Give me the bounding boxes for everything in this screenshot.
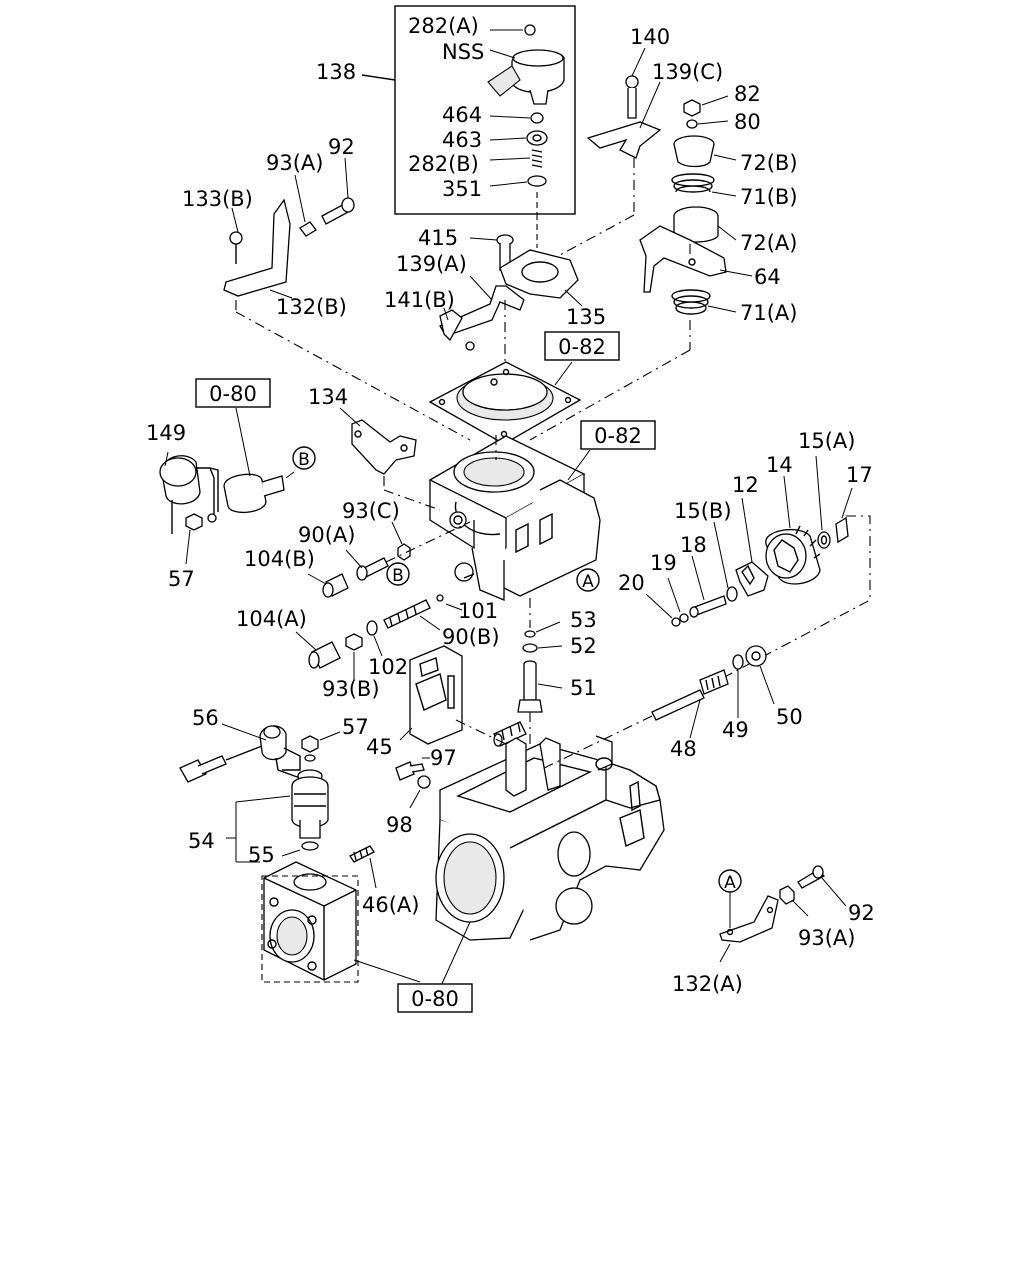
- solenoid-54-group: [179, 723, 377, 889]
- bracket-139c: [559, 47, 662, 256]
- callout-132a: 132(A): [672, 972, 743, 996]
- left-fittings: [295, 521, 475, 680]
- callout-104b: 104(B): [244, 547, 315, 571]
- svg-text:A: A: [724, 873, 736, 893]
- callout-138: 138: [316, 60, 356, 84]
- callout-nss: NSS: [442, 40, 484, 64]
- callout-93c: 93(C): [342, 499, 400, 523]
- main-pump-body: [435, 735, 665, 989]
- callout-80: 80: [734, 110, 761, 134]
- callout-141b: 141(B): [384, 288, 455, 312]
- svg-text:B: B: [392, 566, 404, 586]
- ref-0-82-top-label: 0-82: [558, 335, 606, 359]
- actuator-149: [159, 407, 295, 565]
- callout-82: 82: [734, 82, 761, 106]
- callout-93a-top: 93(A): [266, 151, 323, 175]
- callout-12: 12: [732, 473, 759, 497]
- callout-51: 51: [570, 676, 597, 700]
- callout-139a: 139(A): [396, 252, 467, 276]
- callout-93b: 93(B): [322, 677, 380, 701]
- callout-139c: 139(C): [652, 60, 723, 84]
- callout-92-bot: 92: [848, 901, 875, 925]
- callout-labels: 282(A) NSS 464 463 282(B) 351 138 140 13…: [146, 14, 875, 996]
- marker-a-1: A: [576, 568, 600, 592]
- marker-b-2: B: [386, 562, 410, 586]
- ref-0-80-bottom-label: 0-80: [411, 987, 459, 1011]
- callout-56: 56: [192, 706, 219, 730]
- callout-351: 351: [442, 177, 482, 201]
- bracket-132b: [223, 157, 471, 441]
- callout-18: 18: [680, 533, 707, 557]
- bracket-132a: [719, 865, 847, 963]
- callout-282a: 282(A): [408, 14, 479, 38]
- callout-72b: 72(B): [740, 151, 798, 175]
- diaphragm-gasket: [428, 361, 582, 445]
- callout-90b: 90(B): [442, 625, 500, 649]
- ref-box-0-80-left[interactable]: 0-80: [195, 378, 271, 408]
- callout-102: 102: [368, 655, 408, 679]
- callout-50: 50: [776, 705, 803, 729]
- callout-97: 97: [430, 746, 457, 770]
- ref-box-0-82-mid[interactable]: 0-82: [580, 420, 656, 450]
- callout-92-top: 92: [328, 135, 355, 159]
- ref-box-0-82-top[interactable]: 0-82: [544, 331, 620, 361]
- svg-text:B: B: [298, 450, 310, 470]
- callout-464: 464: [442, 103, 482, 127]
- callout-140: 140: [630, 25, 670, 49]
- callout-101: 101: [458, 599, 498, 623]
- callout-98: 98: [386, 813, 413, 837]
- callout-72a: 72(A): [740, 231, 797, 255]
- cover-135-group: [439, 234, 583, 365]
- callout-57-mid: 57: [342, 715, 369, 739]
- plate-45: [395, 645, 527, 809]
- callout-463: 463: [442, 128, 482, 152]
- callout-57-left: 57: [168, 567, 195, 591]
- callout-135: 135: [566, 305, 606, 329]
- callout-132b: 132(B): [276, 295, 347, 319]
- shaft-51: [517, 598, 563, 760]
- callout-54: 54: [188, 829, 215, 853]
- ref-0-82-mid-label: 0-82: [594, 424, 642, 448]
- callout-48: 48: [670, 737, 697, 761]
- callout-282b: 282(B): [408, 152, 479, 176]
- callout-52: 52: [570, 634, 597, 658]
- callout-149: 149: [146, 421, 186, 445]
- callout-134: 134: [308, 385, 348, 409]
- callout-55: 55: [248, 843, 275, 867]
- svg-text:A: A: [582, 572, 594, 592]
- callout-415: 415: [418, 226, 458, 250]
- callout-53: 53: [570, 608, 597, 632]
- flange-block: [261, 861, 421, 983]
- governor-spring-stack: [529, 95, 753, 441]
- upper-housing: [428, 435, 601, 601]
- callout-49: 49: [722, 718, 749, 742]
- marker-b-1: B: [292, 446, 316, 470]
- bracket-134: [339, 407, 441, 511]
- ref-0-80-left-label: 0-80: [209, 382, 257, 406]
- callout-71b: 71(B): [740, 185, 798, 209]
- callout-93a-bot: 93(A): [798, 926, 855, 950]
- callout-46a: 46(A): [362, 893, 419, 917]
- callout-45: 45: [366, 735, 393, 759]
- callout-15a: 15(A): [798, 429, 855, 453]
- callout-15b: 15(B): [674, 499, 732, 523]
- shaft-48: [539, 645, 775, 771]
- callout-104a: 104(A): [236, 607, 307, 631]
- callout-19: 19: [650, 551, 677, 575]
- callout-71a: 71(A): [740, 301, 797, 325]
- governor-drive-group: [645, 455, 871, 691]
- callout-64: 64: [754, 265, 781, 289]
- callout-14: 14: [766, 453, 793, 477]
- callout-17: 17: [846, 463, 873, 487]
- callout-90a: 90(A): [298, 523, 355, 547]
- callout-133b: 133(B): [182, 187, 253, 211]
- callout-20: 20: [618, 571, 645, 595]
- nss-group-box: [361, 5, 576, 215]
- marker-a-2: A: [718, 869, 742, 893]
- ref-box-0-80-bottom[interactable]: 0-80: [397, 983, 473, 1013]
